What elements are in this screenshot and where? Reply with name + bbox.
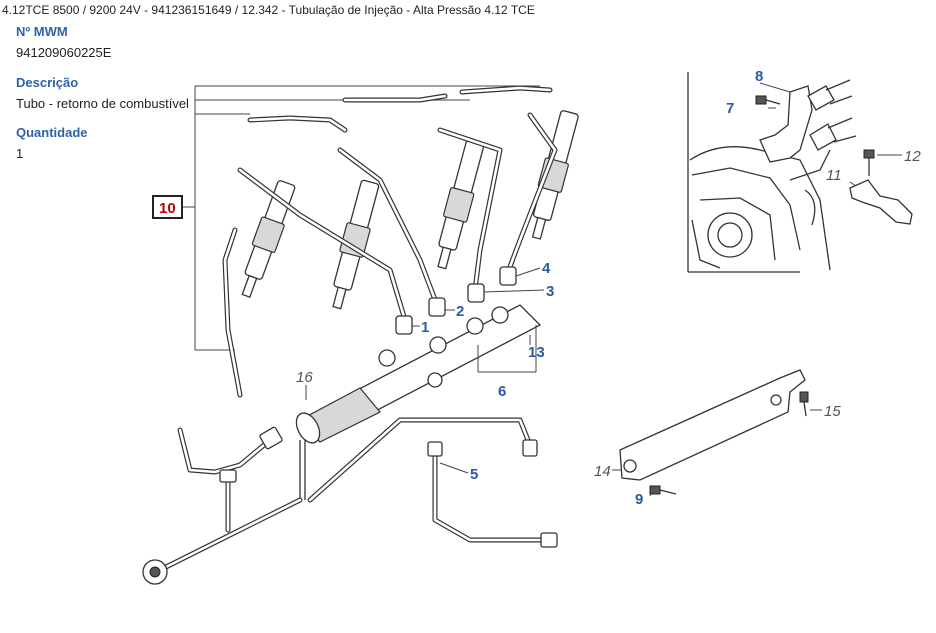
return-line-5 bbox=[307, 417, 558, 548]
callout-5[interactable]: 5 bbox=[470, 466, 478, 483]
callout-11[interactable]: 11 bbox=[826, 167, 842, 184]
callout-14[interactable]: 14 bbox=[594, 463, 611, 480]
callout-4[interactable]: 4 bbox=[542, 260, 551, 277]
callout-1[interactable]: 1 bbox=[421, 319, 429, 336]
callout-3[interactable]: 3 bbox=[546, 283, 554, 300]
callout-numbers: 10 1 2 3 4 5 6 7 8 9 11 12 13 14 15 16 bbox=[152, 68, 921, 508]
mwm-number-label: Nº MWM bbox=[16, 24, 68, 39]
quantity-label: Quantidade bbox=[16, 125, 88, 140]
callout-2[interactable]: 2 bbox=[456, 303, 464, 320]
drain-line bbox=[142, 426, 303, 585]
callout-leaders bbox=[305, 82, 902, 497]
fuel-rail bbox=[295, 304, 542, 500]
callout-9[interactable]: 9 bbox=[635, 491, 643, 508]
return-fuel-lines bbox=[222, 85, 553, 398]
bracket-14 bbox=[619, 369, 809, 495]
callout-10-box[interactable] bbox=[152, 195, 183, 219]
callout-16[interactable]: 16 bbox=[296, 369, 313, 386]
inset-engine-detail bbox=[687, 72, 913, 273]
callout-10[interactable]: 10 bbox=[159, 200, 176, 217]
callout-8[interactable]: 8 bbox=[755, 68, 763, 85]
description-value: Tubo - retorno de combustível bbox=[16, 96, 189, 111]
mwm-number-value: 941209060225E bbox=[16, 45, 112, 60]
quantity-value: 1 bbox=[16, 146, 24, 161]
breadcrumb: 4.12TCE 8500 / 9200 24V - 941236151649 /… bbox=[2, 3, 535, 17]
callout-12[interactable]: 12 bbox=[904, 148, 921, 165]
injectors bbox=[241, 110, 579, 310]
callout-7[interactable]: 7 bbox=[726, 100, 734, 117]
description-label: Descrição bbox=[16, 75, 79, 90]
callout-15[interactable]: 15 bbox=[824, 403, 841, 420]
callout-13[interactable]: 13 bbox=[528, 344, 545, 361]
high-pressure-lines bbox=[237, 112, 558, 335]
callout-6[interactable]: 6 bbox=[498, 383, 506, 400]
